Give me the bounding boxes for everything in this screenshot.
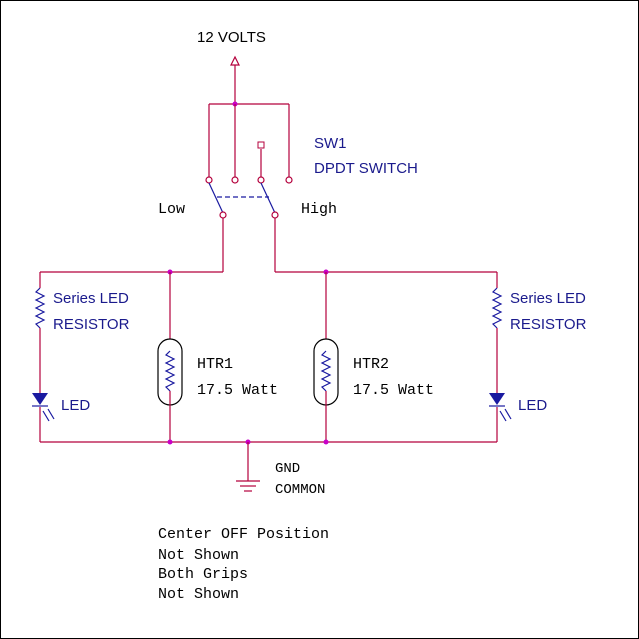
left-resistor-label-2: RESISTOR	[53, 316, 130, 333]
ground-bus	[40, 439, 497, 481]
heater-bus	[40, 269, 497, 275]
right-led-label: LED	[518, 397, 547, 414]
switch-sw1	[205, 104, 293, 272]
right-resistor-label-2: RESISTOR	[510, 316, 587, 333]
note-line: Both Grips	[158, 566, 248, 583]
left-led-label: LED	[61, 397, 90, 414]
switch-low-label: Low	[158, 201, 185, 218]
right-led-branch	[489, 272, 512, 442]
htr1-ref: HTR1	[197, 356, 233, 373]
heater-htr2	[313, 272, 339, 442]
supply-terminal	[209, 55, 289, 107]
ground-icon	[236, 480, 260, 492]
switch-ref: SW1	[314, 135, 347, 152]
switch-high-label: High	[301, 201, 337, 218]
left-resistor-label-1: Series LED	[53, 290, 129, 307]
note-line: Not Shown	[158, 586, 239, 603]
heater-htr1	[157, 272, 183, 442]
left-led-branch	[32, 272, 55, 442]
htr2-rating: 17.5 Watt	[353, 382, 434, 399]
switch-desc: DPDT SWITCH	[314, 160, 418, 177]
right-resistor-label-1: Series LED	[510, 290, 586, 307]
supply-label: 12 VOLTS	[197, 29, 266, 46]
ground-label-2: COMMON	[275, 482, 325, 498]
htr2-ref: HTR2	[353, 356, 389, 373]
htr1-rating: 17.5 Watt	[197, 382, 278, 399]
note-line: Not Shown	[158, 547, 239, 564]
note-line: Center OFF Position	[158, 526, 329, 543]
ground-label-1: GND	[275, 461, 300, 477]
